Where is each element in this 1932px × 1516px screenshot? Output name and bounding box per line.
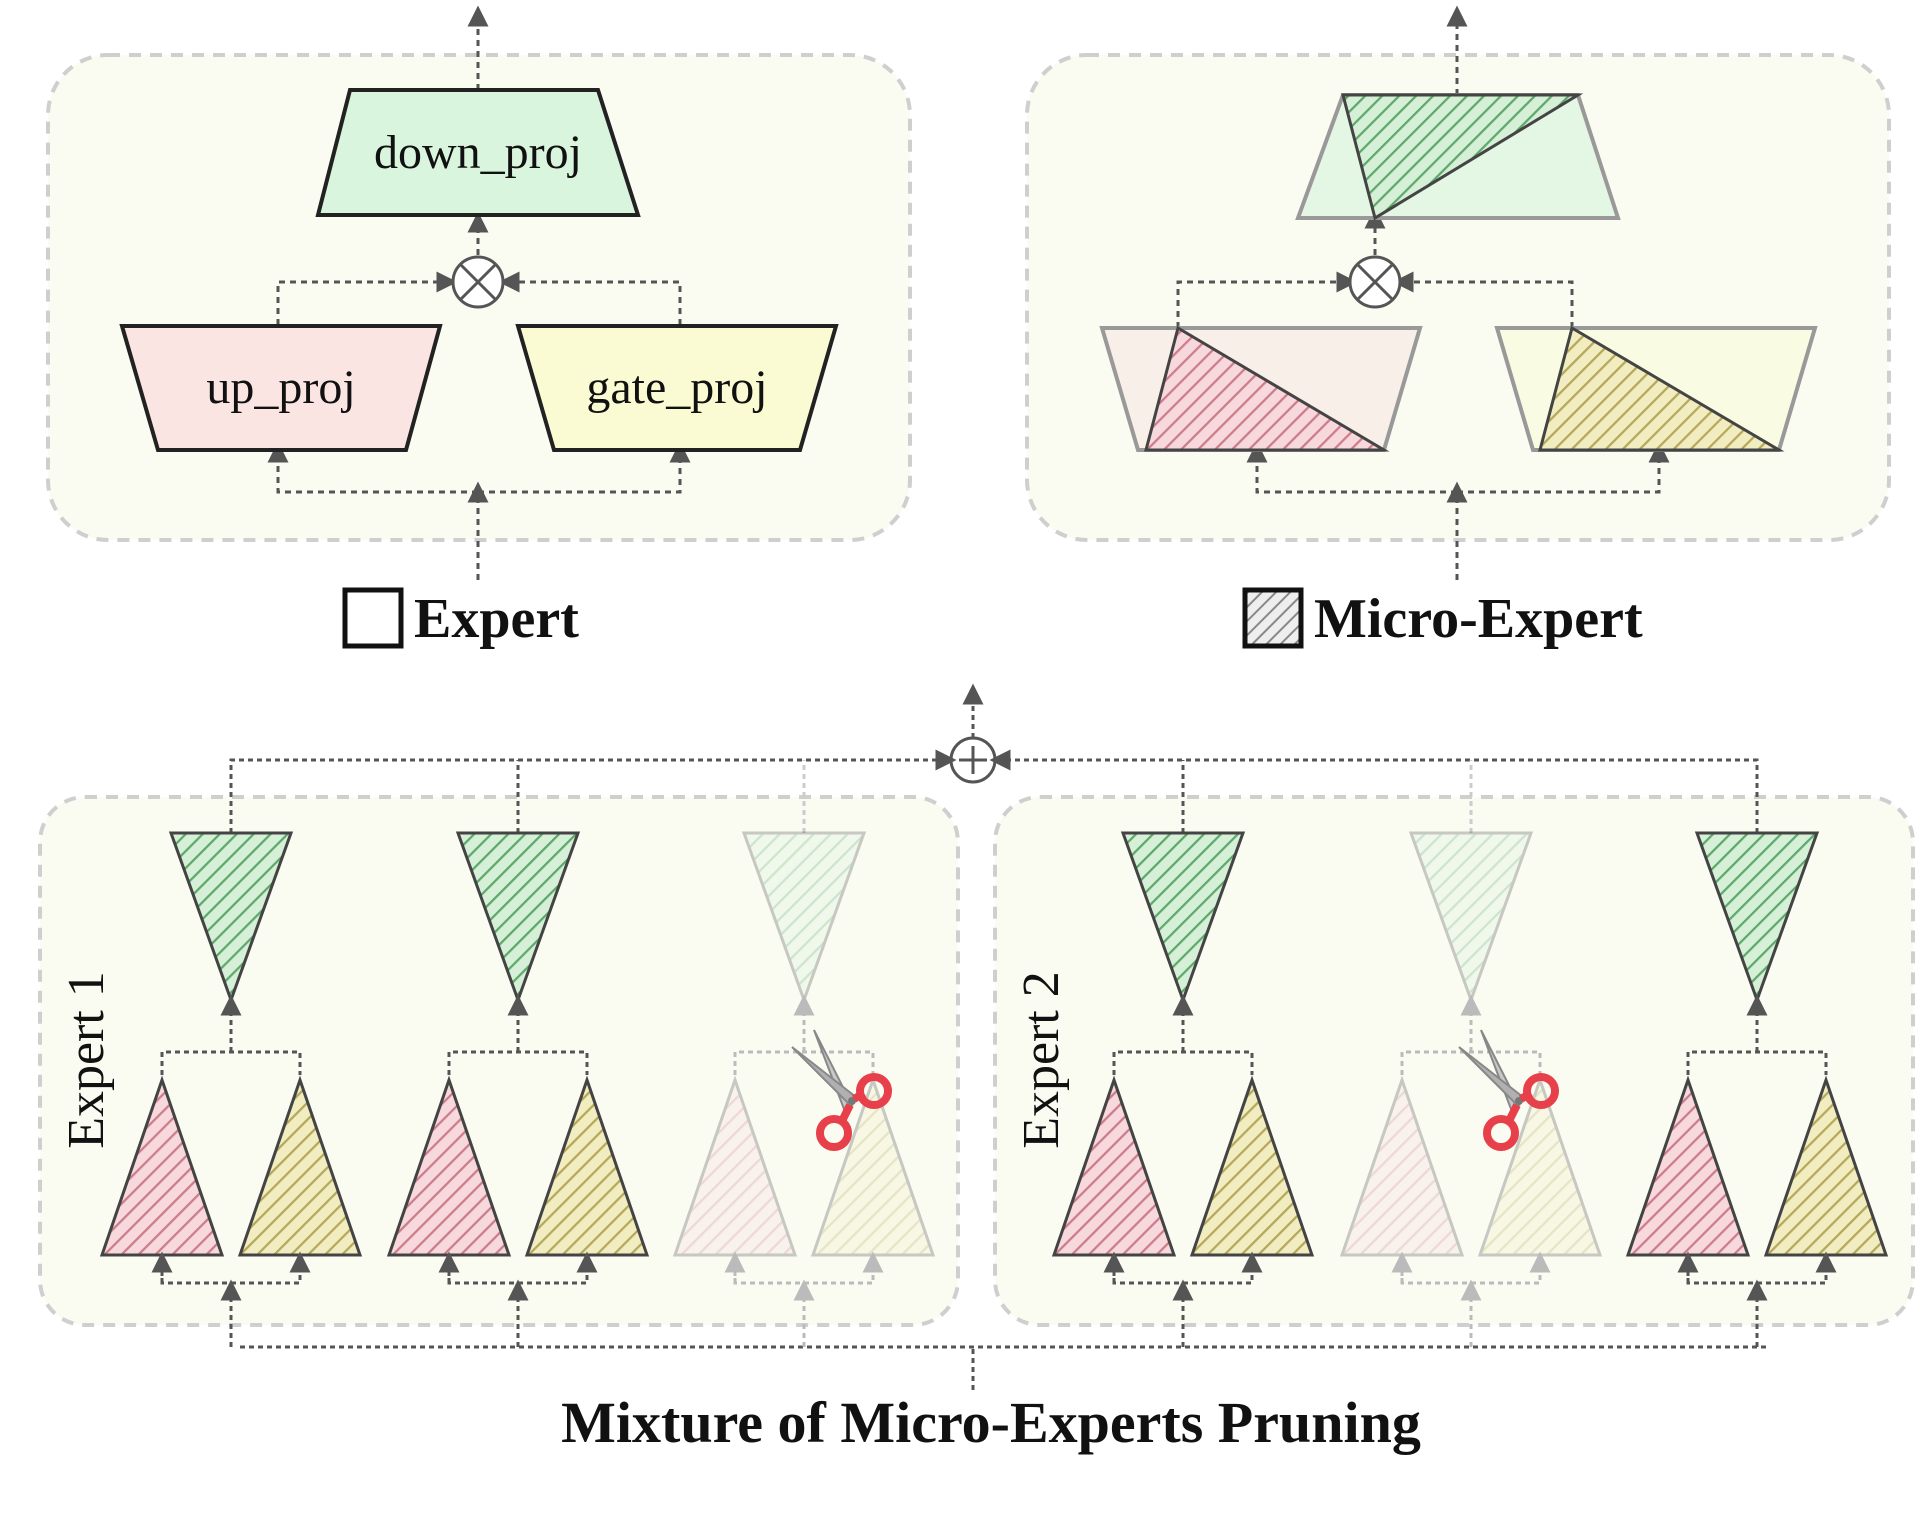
pruning-title: Mixture of Micro-Experts Pruning xyxy=(561,1390,1421,1455)
connector-line xyxy=(1112,1050,1254,1075)
up-proj-label: up_proj xyxy=(206,361,355,414)
micro-expert-unit xyxy=(1625,831,1889,1347)
micro-expert-panel: Micro-Expert xyxy=(1025,5,1891,650)
down-micro-triangle xyxy=(741,831,867,1005)
connector-line xyxy=(1400,1050,1542,1075)
micro-expert-unit xyxy=(1051,831,1315,1347)
connector-line xyxy=(733,1050,875,1075)
gate-proj-label: gate_proj xyxy=(586,361,767,414)
micro-expert-legend-swatch xyxy=(1242,587,1304,649)
down-micro-triangle xyxy=(1408,831,1534,1005)
micro-expert-unit xyxy=(99,831,363,1347)
expert-legend-swatch xyxy=(342,587,404,649)
micro-expert-unit xyxy=(1339,831,1603,1347)
down-micro-slice xyxy=(1341,93,1584,221)
up-proj-block xyxy=(119,324,443,452)
connector-line xyxy=(447,1050,589,1075)
gate-micro-slice xyxy=(1538,325,1785,452)
micro-expert-unit xyxy=(672,831,936,1347)
down-proj-block xyxy=(315,88,641,217)
micro-expert-unit xyxy=(386,831,650,1347)
down-micro-triangle xyxy=(1694,831,1820,1005)
up-micro-slice xyxy=(1144,325,1390,452)
scissors-icon xyxy=(791,1029,892,1151)
pruning-section: Expert 1 Expert 2 Mixture of Micro-Exper… xyxy=(38,683,1915,1455)
expert-legend-label: Expert xyxy=(414,588,579,650)
expert-2-label: Expert 2 xyxy=(1013,971,1070,1149)
connector-line xyxy=(1686,1050,1828,1075)
down-proj-label: down_proj xyxy=(374,126,582,179)
gate-proj-block xyxy=(515,324,839,452)
expert-panel: down_proj up_proj gate_proj Expert xyxy=(46,5,912,650)
expert-1-label: Expert 1 xyxy=(58,971,115,1149)
down-micro-triangle xyxy=(455,831,581,1005)
down-micro-triangle xyxy=(1120,831,1246,1005)
connector-line xyxy=(160,1050,302,1075)
micro-expert-legend-label: Micro-Expert xyxy=(1314,588,1643,650)
scissors-icon xyxy=(1458,1029,1559,1151)
down-micro-triangle xyxy=(168,831,294,1005)
